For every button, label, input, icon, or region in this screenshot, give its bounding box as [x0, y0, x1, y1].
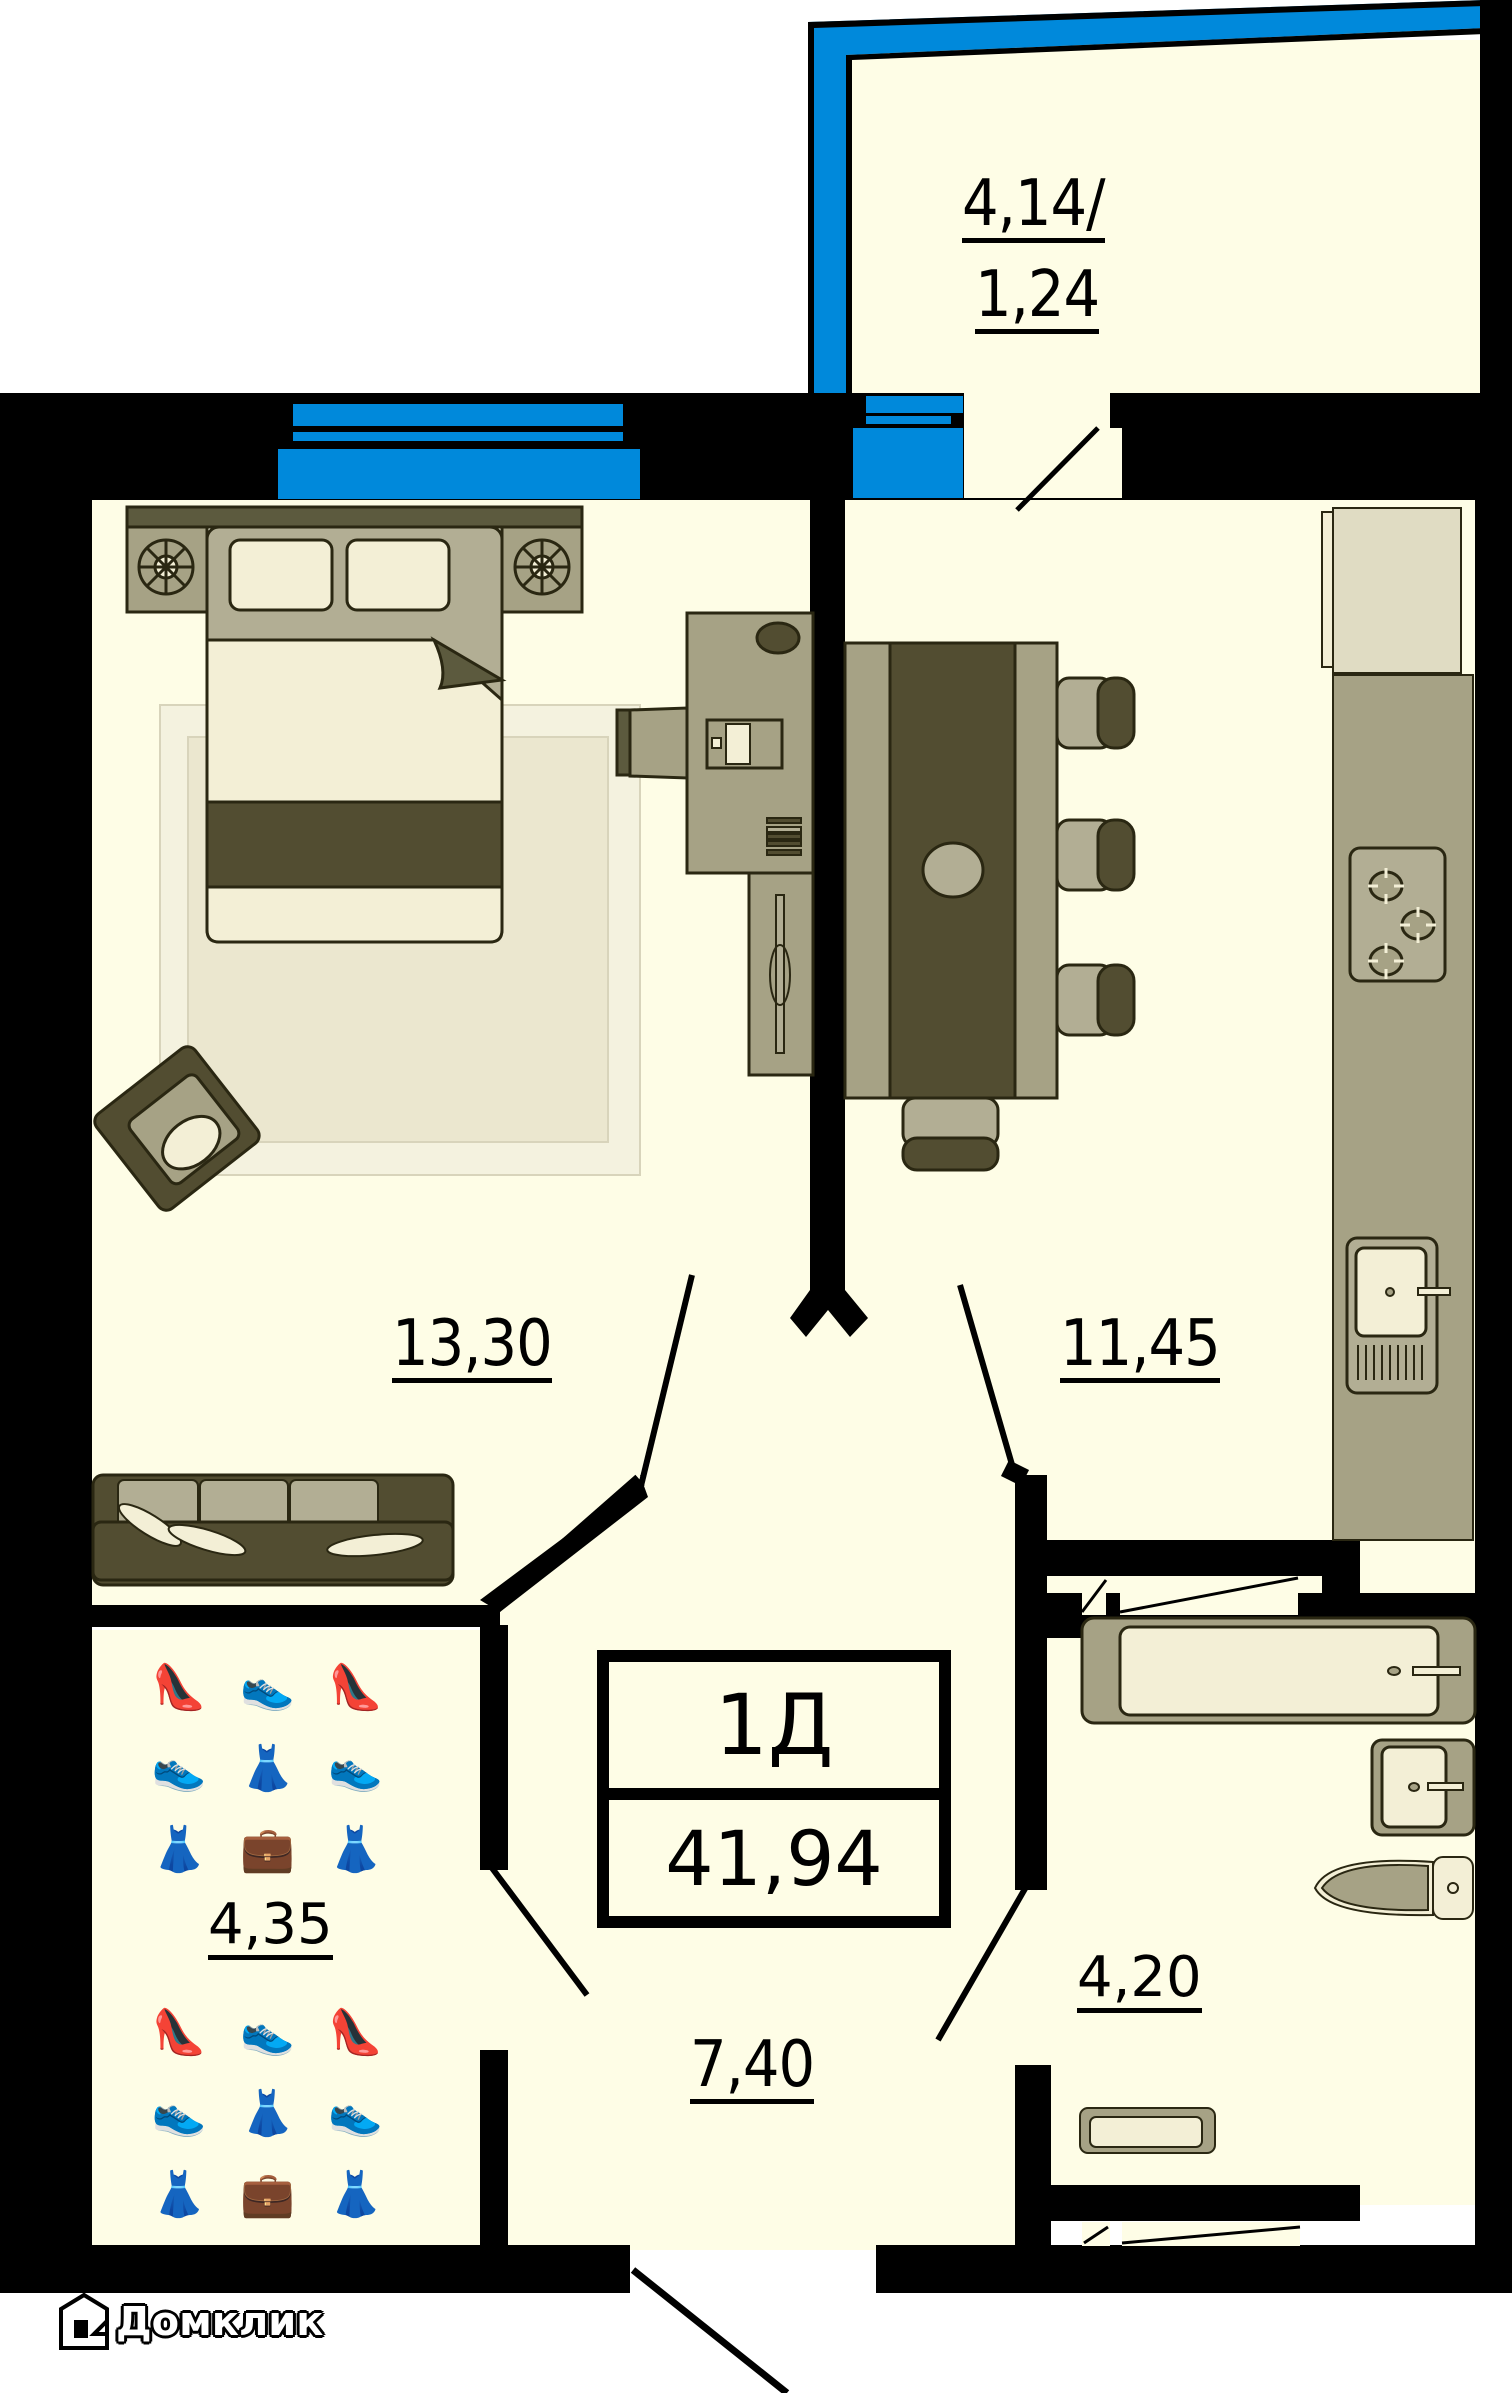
- pillow-left: [228, 538, 334, 612]
- balcony-floor: [830, 40, 1485, 395]
- briefcase-icon: 💼: [240, 2168, 295, 2220]
- dining-chair: [901, 1096, 1000, 1172]
- desk-lamp: [755, 621, 801, 655]
- wall-right: [1475, 393, 1512, 2263]
- wall-bath-bottom-shelf: [1015, 2185, 1360, 2221]
- bedroom-area: 13,30: [392, 1307, 553, 1383]
- lamp-left-icon: [137, 538, 195, 596]
- laptop-keyboard: [725, 723, 751, 765]
- wardrobe-icons-bottom: 👠 👟 👠 👟 👗 👟 👗 💼 👗: [135, 2000, 400, 2225]
- wardrobe-icons-top: 👠 👟 👠 👟 👗 👟 👗 💼 👗: [135, 1655, 400, 1880]
- apartment-type: 1Д: [609, 1662, 939, 1800]
- wall-bottom-right: [876, 2245, 1512, 2293]
- wall-left-pillar-top: [0, 500, 90, 745]
- watermark: Домклик: [58, 2292, 323, 2352]
- sneaker-icon: 👟: [328, 1742, 384, 1794]
- dress-icon: 👗: [151, 1823, 207, 1875]
- window-bedroom-sill: [278, 449, 640, 499]
- wall-niche-top: [1015, 1540, 1360, 1576]
- high-heel-icon: 👠: [328, 2006, 384, 2058]
- sneaker-icon: 👟: [240, 2006, 295, 2058]
- briefcase-icon: 💼: [240, 1823, 295, 1875]
- kitchen-area: 11,45: [1060, 1307, 1221, 1383]
- balcony-door-line: [1015, 426, 1100, 512]
- burner-icon: [1368, 943, 1404, 979]
- table-vase: [921, 841, 985, 899]
- sneaker-icon: 👟: [151, 1742, 207, 1794]
- pillow-right: [345, 538, 451, 612]
- sink-drainboard: [1357, 1345, 1423, 1380]
- watermark-text: Домклик: [116, 2299, 324, 2345]
- sneaker-icon: 👟: [151, 2087, 207, 2139]
- balcony-area-line2: 1,24: [975, 258, 1100, 334]
- blanket-fold: [430, 636, 507, 690]
- books-icon: [766, 817, 802, 856]
- wardrobe-area: 4,35: [208, 1897, 333, 1960]
- mirror-handle: [775, 894, 785, 1054]
- toilet: [1313, 1856, 1474, 1920]
- dining-chair: [1055, 818, 1136, 892]
- wall-bedroom-bottom: [90, 1605, 500, 1627]
- kitchen-counter: [1332, 674, 1474, 1541]
- wall-niche-right: [1322, 1540, 1360, 1600]
- laptop: [705, 718, 784, 770]
- sofa: [91, 1473, 455, 1587]
- wall-wardrobe-right-bottom: [480, 2050, 508, 2250]
- partition-end: [790, 1285, 868, 1337]
- high-heel-icon: 👠: [151, 2006, 207, 2058]
- window-kitchen-mid: [866, 416, 951, 424]
- wall-wardrobe-right-top: [480, 1625, 508, 1870]
- apartment-total-area: 41,94: [665, 1813, 883, 1903]
- lamp-right-icon: [513, 538, 571, 596]
- wall-bath-left-bottom: [1015, 2065, 1051, 2255]
- wardrobe-door-line: [489, 1866, 590, 1997]
- window-kitchen-sill: [853, 428, 963, 498]
- desk-chair: [628, 706, 689, 780]
- dress-icon: 👗: [328, 2168, 384, 2220]
- armchair: [93, 1045, 261, 1212]
- entrance-door-line: [630, 2267, 790, 2393]
- kitchen-door-line: [957, 1284, 1018, 1476]
- dining-chair: [1055, 676, 1136, 750]
- dress-icon: 👗: [151, 2168, 207, 2220]
- window-kitchen-top: [866, 396, 963, 413]
- balcony-area-line1: 4,14/: [962, 167, 1106, 243]
- wall-center-partition: [810, 500, 845, 1290]
- dress-icon: 👗: [240, 1742, 295, 1794]
- high-heel-icon: 👠: [151, 1661, 207, 1713]
- bathroom-door-line: [935, 1878, 1033, 2042]
- apartment-summary-box: 1Д 41,94: [597, 1650, 951, 1928]
- bed-stripe: [205, 800, 504, 889]
- headboard: [125, 505, 584, 529]
- dress-icon: 👗: [240, 2087, 295, 2139]
- wall-bottom-left: [0, 2245, 630, 2293]
- fridge: [1332, 507, 1462, 674]
- window-bedroom-top: [293, 404, 623, 426]
- wardrobe-floor: [90, 1630, 485, 2245]
- dress-icon: 👗: [328, 1823, 384, 1875]
- burner-icon: [1400, 907, 1436, 943]
- hallway-area: 7,40: [690, 2028, 815, 2104]
- sneaker-icon: 👟: [240, 1661, 295, 1713]
- domclick-logo-icon: [59, 2292, 109, 2350]
- wall-left-pillar-mid: [0, 1220, 90, 1440]
- burner-icon: [1368, 868, 1404, 904]
- dining-chair: [1055, 963, 1136, 1037]
- window-bedroom-mid: [293, 432, 623, 441]
- bedroom-door-line: [637, 1274, 695, 1491]
- sneaker-icon: 👟: [328, 2087, 384, 2139]
- bathroom-area: 4,20: [1077, 1950, 1202, 2013]
- high-heel-icon: 👠: [328, 1661, 384, 1713]
- laptop-touchpad: [711, 737, 722, 749]
